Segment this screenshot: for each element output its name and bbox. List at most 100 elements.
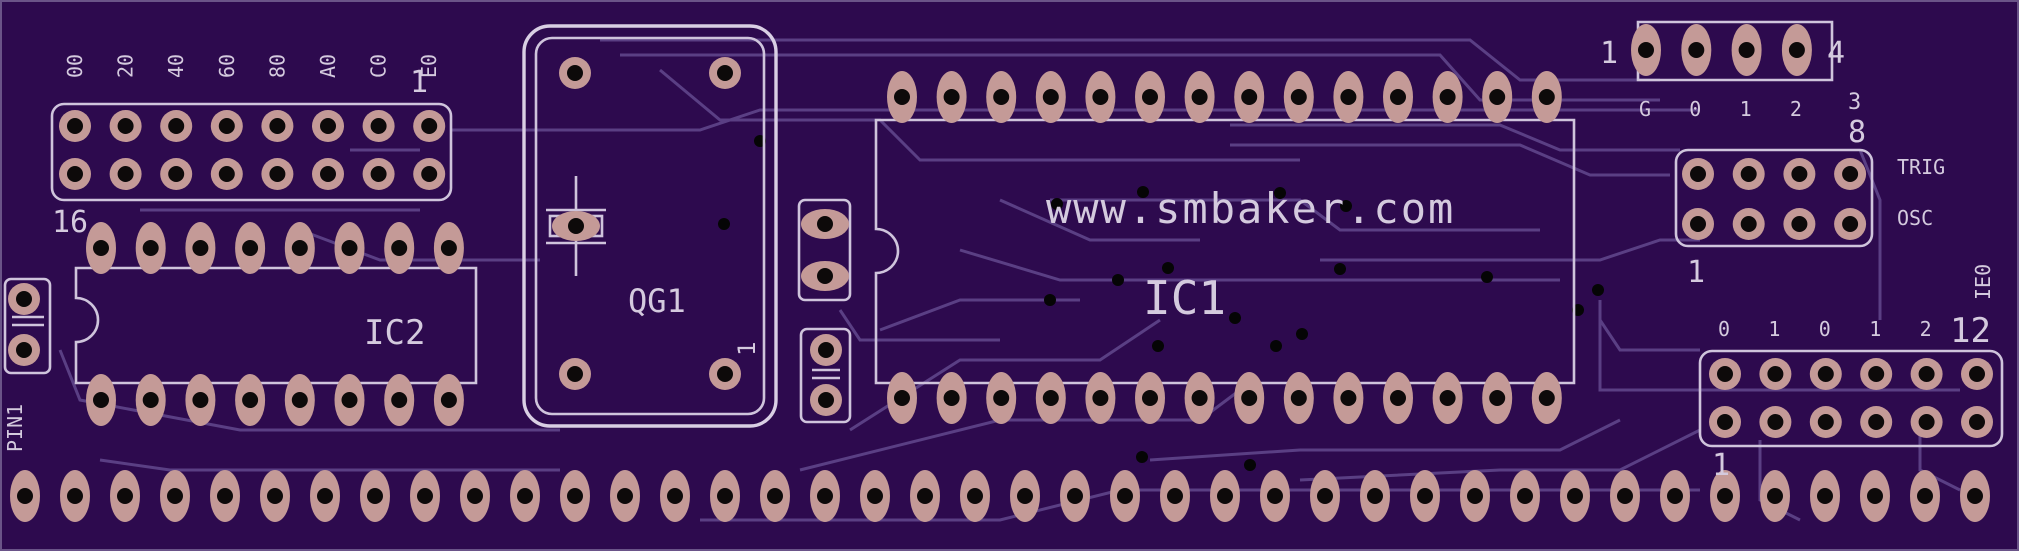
ic1-pin [1333,71,1364,123]
trig-osc-header [1674,148,1874,248]
trig-pad [1732,208,1765,240]
cap-pad [801,209,849,239]
right-header-label: 1 [1869,317,1881,341]
address-pad [210,158,243,190]
url-label: www.smbaker.com [1046,184,1455,233]
edge-pad [510,470,540,522]
address-pad [109,158,142,190]
cap-pad [8,283,40,315]
address-pad [59,110,91,142]
top-header-label: 1 [1740,97,1752,121]
ic1-pin [1234,372,1265,424]
edge-pad [1910,470,1940,522]
edge-pad [60,470,90,522]
crystal-pad [709,358,741,390]
right-header-twelve: 12 [1950,311,1991,351]
top-header-label: G [1639,97,1651,121]
ic2-pin [284,374,315,426]
trig-header-eight: 8 [1848,115,1866,150]
edge-pad [1660,470,1690,522]
top-header-labels: G 0 1 2 [1639,97,1802,121]
right-header-pad [1910,358,1943,390]
ic2-pin [185,222,216,274]
ic2-pin [384,374,415,426]
trig-pad [1682,208,1714,240]
edge-pad [960,470,990,522]
edge-pad [1960,470,1990,522]
edge-pad [1010,470,1040,522]
crystal-pad [559,358,591,390]
vias [718,135,1604,471]
ic1-pin [1383,71,1413,123]
edge-pad [1360,470,1390,522]
edge-pad [1260,470,1290,522]
address-pad [261,158,294,190]
address-pad [413,110,446,142]
right-header-pad [1759,358,1792,390]
ic2-pin [135,222,166,274]
edge-pad [1560,470,1590,522]
ic2-pin [384,222,415,274]
edge-pad [310,470,340,522]
cap-pad [8,334,40,366]
right-header-label: 0 [1718,317,1730,341]
address-label: 80 [265,54,289,78]
top-header-label: 0 [1689,97,1701,121]
crystal-label: QG1 [628,282,686,320]
ic1-pin [887,71,917,123]
ic1-pin [986,71,1017,123]
ic2-pin [433,222,464,274]
ic1-pin [1035,71,1066,123]
ic1-pin [1283,372,1314,424]
ic2-pin [284,222,315,274]
crystal-center-pad [552,211,600,241]
edge-pad [1410,470,1440,522]
edge-pad [410,470,440,522]
cap-pad [810,384,842,416]
ic2-pin [235,222,266,274]
edge-pad [110,470,140,522]
right-header-pad [1809,406,1842,438]
osc-label: OSC [1897,206,1933,230]
edge-pad [610,470,640,522]
ic2 [74,266,478,385]
edge-pad [860,470,890,522]
right-header [1698,349,2004,448]
pin1-label: PIN1 [3,404,27,452]
edge-pad [210,470,240,522]
ic1-pin [1333,372,1364,424]
right-header-pad [1961,358,1993,390]
right-header-pad [1709,358,1741,390]
right-header-ie0: IE0 [1971,264,1995,300]
edge-pad [360,470,390,522]
ic2-pin [433,374,464,426]
address-pad [413,158,446,190]
ic1-pin [936,71,967,123]
edge-pad [710,470,740,522]
ic2-pin [334,222,365,274]
top-header-label: 2 [1790,97,1802,121]
pads [8,24,1993,522]
top-header-pad [1731,24,1762,76]
trig-pad [1783,208,1816,240]
ic1-pin [1184,71,1215,123]
address-pin1-label: 1 [410,65,428,100]
trig-pad [1834,208,1867,240]
ic2-pin [235,374,266,426]
ic1-pin [986,372,1017,424]
address-label: 20 [114,54,138,78]
right-header-label: 0 [1819,317,1831,341]
top-header-pad [1631,24,1661,76]
trig-pad [1682,158,1714,190]
ic1 [874,118,1576,385]
address-pin16-label: 16 [52,205,88,240]
address-label: C0 [367,54,391,78]
edge-pad [1510,470,1540,522]
crystal-pad [559,57,591,89]
ic1-pin [1383,372,1413,424]
ic1-pin [1184,372,1215,424]
edge-pad [1860,470,1890,522]
capacitor-c3 [3,277,52,375]
